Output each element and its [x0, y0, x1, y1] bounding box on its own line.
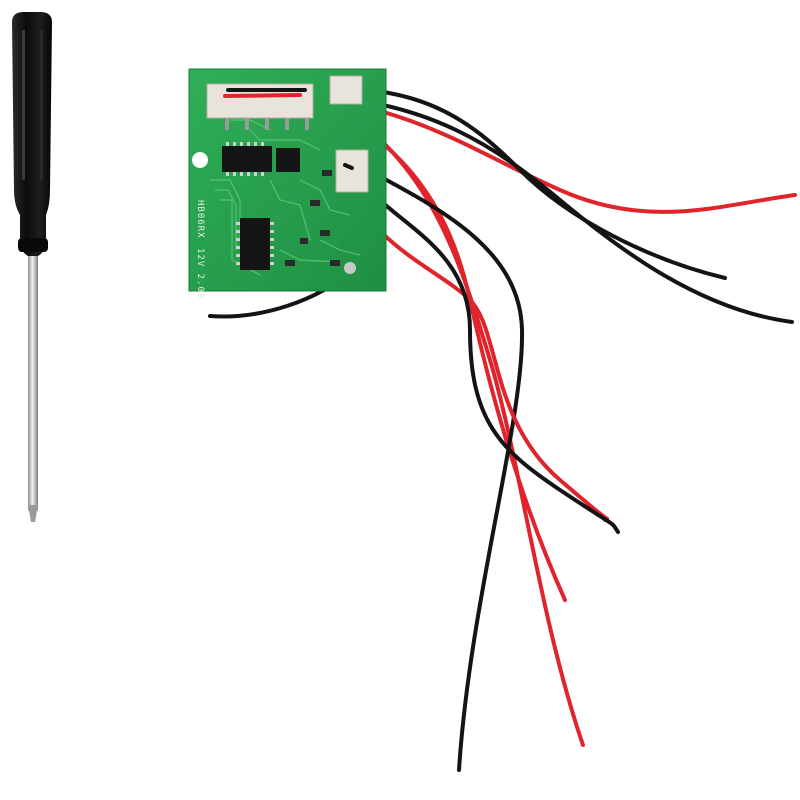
black-wire: [348, 158, 525, 772]
wire-bundle: [208, 86, 797, 772]
screwdriver-shaft: [28, 250, 38, 512]
screwdriver-handle: [12, 12, 52, 256]
screwdriver-handle-ridge: [40, 30, 43, 180]
solder-pad: [344, 262, 356, 274]
pcb-mount-hole: [192, 152, 208, 168]
screwdriver: [12, 12, 52, 522]
pcb-model-label: HB06RX: [195, 200, 205, 239]
screwdriver-collar: [18, 238, 48, 252]
screwdriver-handle-ridge: [22, 30, 25, 180]
red-wire: [328, 100, 585, 747]
black-wire: [308, 94, 794, 324]
red-wire: [348, 173, 610, 522]
ic-chip: [222, 146, 272, 172]
ic-chip: [240, 218, 270, 270]
red-wire: [298, 93, 797, 214]
wire-exits: [223, 88, 354, 170]
pcb-board: HB06RX 12V 2.00: [188, 68, 387, 299]
ic-chip: [276, 148, 300, 172]
black-wire: [353, 168, 620, 534]
screwdriver-tip: [28, 505, 38, 522]
header-connector: [329, 75, 363, 105]
pcb-voltage-label: 12V 2.00: [195, 248, 205, 299]
side-connector: [335, 149, 369, 193]
